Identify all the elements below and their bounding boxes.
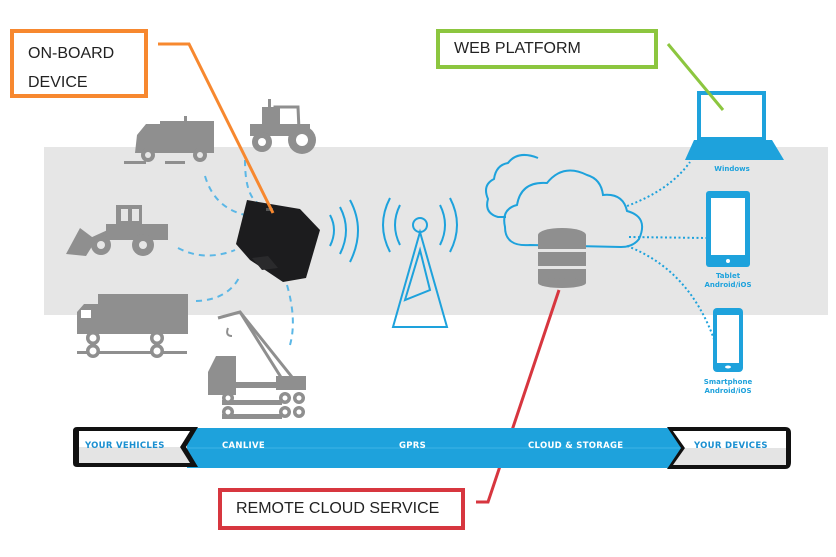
link-tablet [628,236,707,239]
tractor-icon [250,99,316,154]
smartphone-label-line-1: Smartphone [703,378,753,386]
tablet-label-line-1: Tablet [715,272,741,280]
remote-cloud-service-callout: REMOTE CLOUD SERVICE [218,488,465,530]
flow-label-your-vehicles: YOUR VEHICLES [85,441,165,451]
signal-waves-icon [329,199,359,263]
wheel-loader-icon [66,205,168,256]
gprs-tower-icon [382,197,458,328]
street-sweeper-icon [124,116,214,164]
laptop-icon [685,91,784,160]
link-sweeper [204,175,251,217]
database-icon [538,228,586,288]
on-board-device-connector [158,42,275,214]
flow-label-gprs: GPRS [399,441,427,451]
web-platform-connector [666,43,725,111]
truck-icon [77,294,188,358]
link-laptop [626,161,691,207]
flow-bar [73,427,791,469]
link-smartphone [626,245,716,343]
cloud-icon [485,153,643,249]
smartphone-label-line-2: Android/iOS [704,387,752,395]
link-loader [177,247,236,257]
web-platform-callout: WEB PLATFORM [436,29,658,69]
on-board-device-line-2: DEVICE [28,74,88,91]
tablet-icon [706,191,750,267]
on-board-device-icon [236,200,320,282]
laptop-label: Windows [714,165,750,173]
on-board-device-callout: ON-BOARD DEVICE [10,29,148,98]
crane-truck-icon [208,310,306,419]
flow-label-canlive: CANLIVE [222,441,265,451]
remote-cloud-connector [476,289,561,504]
link-crane [286,284,294,346]
smartphone-icon [713,308,743,372]
smartphone-label: Smartphone Android/iOS [696,378,760,396]
flow-label-your-devices: YOUR DEVICES [694,441,768,451]
flow-label-cloud-storage: CLOUD & STORAGE [528,441,624,451]
remote-cloud-service-label: REMOTE CLOUD SERVICE [236,500,440,517]
link-truck [195,275,241,302]
device-links [626,161,716,343]
tablet-label: Tablet Android/iOS [698,272,758,290]
web-platform-label: WEB PLATFORM [454,40,581,57]
on-board-device-line-1: ON-BOARD [28,45,115,62]
tablet-label-line-2: Android/iOS [704,281,752,289]
